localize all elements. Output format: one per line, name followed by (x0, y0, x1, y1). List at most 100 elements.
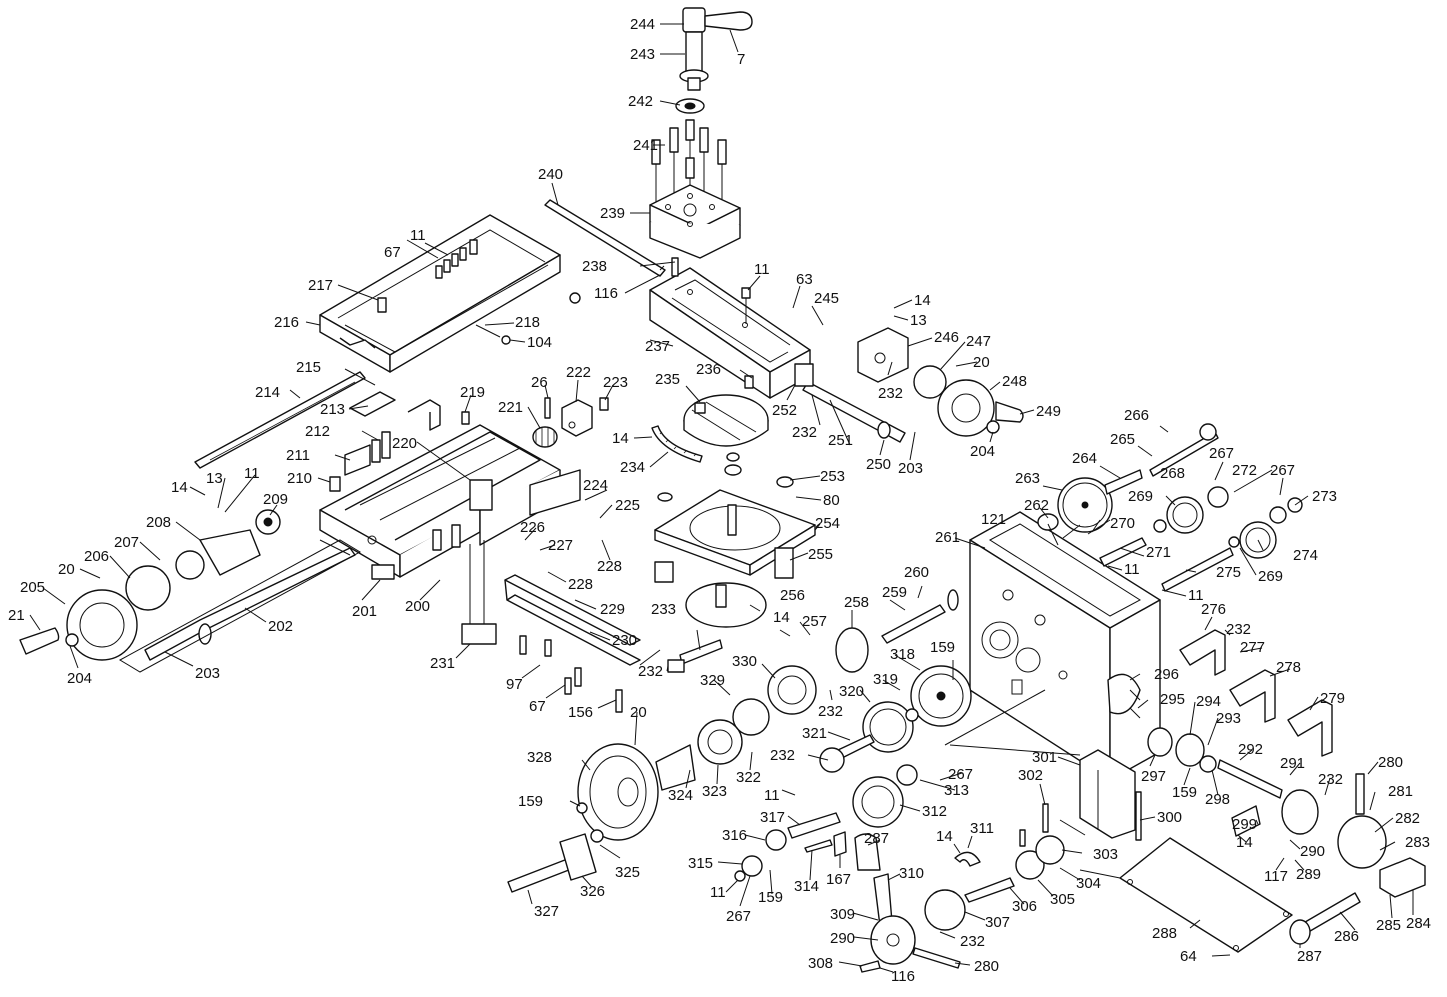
callout-252: 252 (772, 402, 797, 419)
callout-116: 116 (594, 285, 618, 302)
callout-244: 244 (630, 16, 655, 33)
callout-274: 274 (1293, 547, 1318, 564)
callout-267: 267 (1209, 445, 1234, 462)
callout-labels: 244 7 243 242 241 240 239 238 116 11 63 … (8, 16, 1431, 985)
callout-283: 283 (1405, 834, 1430, 851)
callout-11: 11 (754, 261, 770, 278)
callout-241: 241 (633, 137, 658, 154)
callout-67: 67 (384, 244, 401, 261)
callout-267: 267 (948, 766, 973, 783)
right-bracket-parts (1129, 629, 1426, 945)
callout-156: 156 (568, 704, 593, 721)
callout-221: 221 (498, 399, 523, 416)
callout-269: 269 (1258, 568, 1283, 585)
callout-260: 260 (904, 564, 929, 581)
callout-263: 263 (1015, 470, 1040, 487)
callout-159: 159 (930, 639, 955, 656)
callout-233: 233 (651, 601, 676, 618)
compound-slide (649, 257, 811, 399)
callout-264: 264 (1072, 450, 1097, 467)
callout-261: 261 (935, 529, 960, 546)
callout-20: 20 (630, 704, 647, 721)
top-slide (319, 214, 581, 373)
callout-26: 26 (531, 374, 548, 391)
callout-325: 325 (615, 864, 640, 881)
callout-242: 242 (628, 93, 653, 110)
carriage-handwheel (507, 743, 659, 893)
callout-11: 11 (764, 787, 780, 804)
callout-277: 277 (1240, 639, 1265, 656)
callout-159: 159 (1172, 784, 1197, 801)
callout-322: 322 (736, 769, 761, 786)
shafts-middle (794, 363, 959, 673)
callout-11: 11 (710, 884, 726, 901)
callout-14: 14 (773, 609, 790, 626)
callout-222: 222 (566, 364, 591, 381)
callout-285: 285 (1376, 917, 1401, 934)
callout-328: 328 (527, 749, 552, 766)
callout-212: 212 (305, 423, 330, 440)
callout-20: 20 (58, 561, 75, 578)
callout-297: 297 (1141, 768, 1166, 785)
swivel-base (651, 375, 769, 463)
callout-287: 287 (864, 830, 889, 847)
callout-211: 211 (286, 447, 310, 464)
callout-294: 294 (1196, 693, 1221, 710)
callout-329: 329 (700, 672, 725, 689)
apron-rails (504, 574, 723, 713)
callout-315: 315 (688, 855, 713, 872)
callout-298: 298 (1205, 791, 1230, 808)
callout-208: 208 (146, 514, 171, 531)
cross-slide-screw (194, 371, 366, 469)
callout-200: 200 (405, 598, 430, 615)
callout-80: 80 (823, 492, 840, 509)
callout-291: 291 (1280, 755, 1305, 772)
callout-314: 314 (794, 878, 819, 895)
callout-312: 312 (922, 803, 947, 820)
callout-232: 232 (792, 424, 817, 441)
callout-290: 290 (1300, 843, 1325, 860)
callout-253: 253 (820, 468, 845, 485)
cross-slide-plate (654, 452, 816, 628)
callout-201: 201 (352, 603, 377, 620)
right-carriage-parts (857, 327, 1024, 437)
callout-292: 292 (1238, 741, 1263, 758)
callout-234: 234 (620, 459, 645, 476)
callout-293: 293 (1216, 710, 1241, 727)
callout-262: 262 (1024, 497, 1049, 514)
callout-304: 304 (1076, 875, 1101, 892)
callout-319: 319 (873, 671, 898, 688)
callout-232: 232 (1226, 621, 1251, 638)
callout-215: 215 (296, 359, 321, 376)
callout-11: 11 (410, 227, 426, 244)
callout-284: 284 (1406, 915, 1431, 932)
callout-301: 301 (1032, 749, 1057, 766)
callout-167: 167 (826, 871, 851, 888)
callout-204: 204 (67, 670, 92, 687)
saddle (319, 424, 581, 645)
callout-207: 207 (114, 534, 139, 551)
callout-117: 117 (1264, 868, 1288, 885)
callout-20: 20 (973, 354, 990, 371)
callout-255: 255 (808, 546, 833, 563)
callout-303: 303 (1093, 846, 1118, 863)
callout-313: 313 (944, 782, 969, 799)
callout-250: 250 (866, 456, 891, 473)
callout-64: 64 (1180, 948, 1197, 965)
callout-259: 259 (882, 584, 907, 601)
callout-243: 243 (630, 46, 655, 63)
callout-270: 270 (1110, 515, 1135, 532)
callout-230: 230 (612, 632, 637, 649)
callout-11: 11 (1124, 561, 1140, 578)
callout-205: 205 (20, 579, 45, 596)
callout-213: 213 (320, 401, 345, 418)
callout-232: 232 (638, 663, 663, 680)
callout-267: 267 (726, 908, 751, 925)
callout-273: 273 (1312, 488, 1337, 505)
callout-271: 271 (1146, 544, 1171, 561)
callout-14: 14 (914, 292, 931, 309)
callout-226: 226 (520, 519, 545, 536)
callout-326: 326 (580, 883, 605, 900)
callout-203: 203 (898, 460, 923, 477)
callout-279: 279 (1320, 690, 1345, 707)
